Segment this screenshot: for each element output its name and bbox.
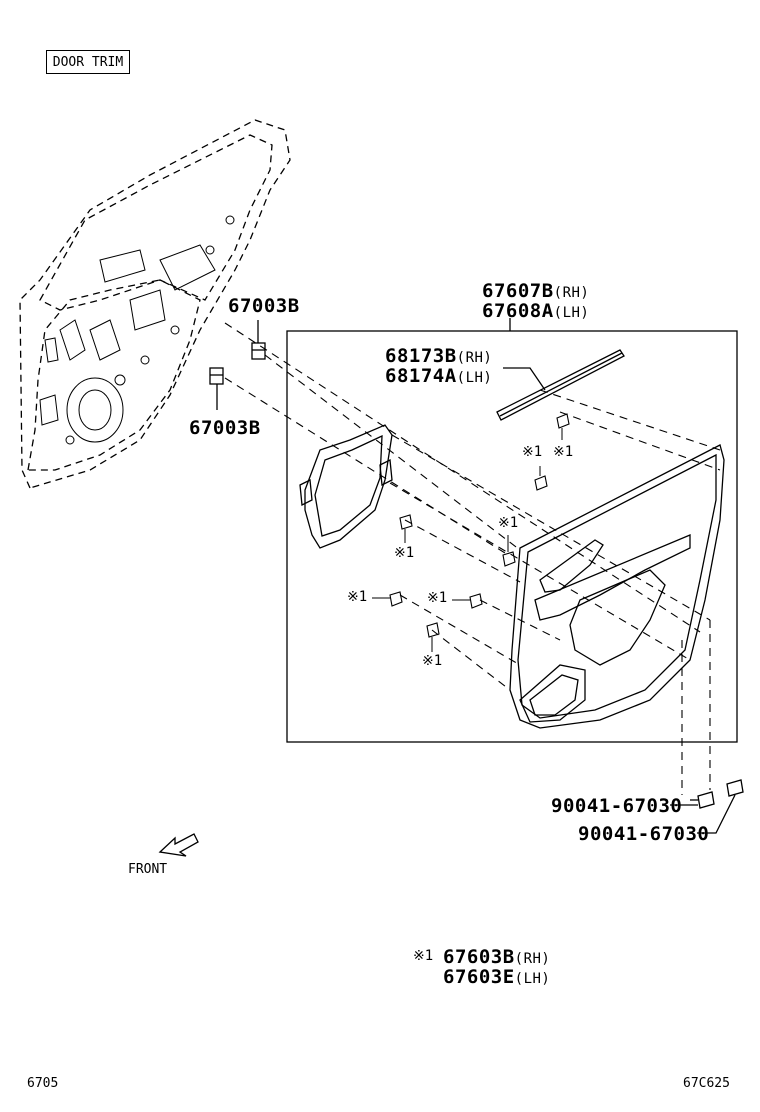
- clip-mark: ※1: [347, 589, 368, 605]
- screw-label-2[interactable]: 90041-67030: [578, 823, 710, 845]
- board-label-rh[interactable]: 67607B(RH): [482, 281, 589, 303]
- note-side-rh: (RH): [514, 951, 551, 967]
- front-arrow: [158, 833, 199, 857]
- clip-mark: ※1: [553, 444, 574, 460]
- clip-mark: ※1: [422, 653, 443, 669]
- weatherstrip-part-lh[interactable]: 68174A: [385, 365, 457, 387]
- weatherstrip-label-lh[interactable]: 68174A(LH): [385, 366, 492, 388]
- clip-mark: ※1: [394, 545, 415, 561]
- clip-label-upper[interactable]: 67003B: [228, 295, 300, 317]
- guide-lines: [224, 322, 721, 795]
- board-part-lh[interactable]: 67608A: [482, 300, 554, 322]
- board-side-lh: (LH): [553, 305, 590, 321]
- board-label-lh[interactable]: 67608A(LH): [482, 301, 589, 323]
- note-part-lh[interactable]: 67603E: [443, 966, 515, 988]
- board-part-rh[interactable]: 67607B: [482, 280, 554, 302]
- small-clips: [389, 413, 570, 638]
- note-label-lh[interactable]: 67603E(LH): [443, 967, 550, 989]
- weatherstrip-label-rh[interactable]: 68173B(RH): [385, 346, 492, 368]
- clip-mark: ※1: [427, 590, 448, 606]
- front-label: FRONT: [128, 862, 168, 877]
- clip-mark: ※1: [522, 444, 543, 460]
- footer-right-code: 67C625: [683, 1076, 730, 1091]
- door-frame: [19, 119, 291, 489]
- board-side-rh: (RH): [553, 285, 590, 301]
- inner-panel-piece: [299, 424, 393, 549]
- note-side-lh: (LH): [514, 971, 551, 987]
- diagram-title: DOOR TRIM: [46, 50, 130, 74]
- screw-label-1[interactable]: 90041-67030: [551, 795, 683, 817]
- note-label-rh[interactable]: 67603B(RH): [443, 947, 550, 969]
- screw-1: [690, 791, 715, 809]
- footer-left-code: 6705: [27, 1076, 59, 1091]
- assembly-box: [286, 330, 738, 743]
- screw-2: [726, 779, 744, 797]
- door-inner-detail: [39, 215, 235, 445]
- clip-67003B-lower: [209, 367, 224, 385]
- weatherstrip-part-rh[interactable]: 68173B: [385, 345, 457, 367]
- clip-67003B-upper: [251, 342, 266, 360]
- clip-mark: ※1: [498, 515, 519, 531]
- clip-label-lower[interactable]: 67003B: [189, 417, 261, 439]
- weatherstrip: [496, 349, 625, 421]
- note-part-rh[interactable]: 67603B: [443, 946, 515, 968]
- weatherstrip-side-rh: (RH): [456, 350, 493, 366]
- weatherstrip-side-lh: (LH): [456, 370, 493, 386]
- note-mark: ※1: [413, 948, 434, 964]
